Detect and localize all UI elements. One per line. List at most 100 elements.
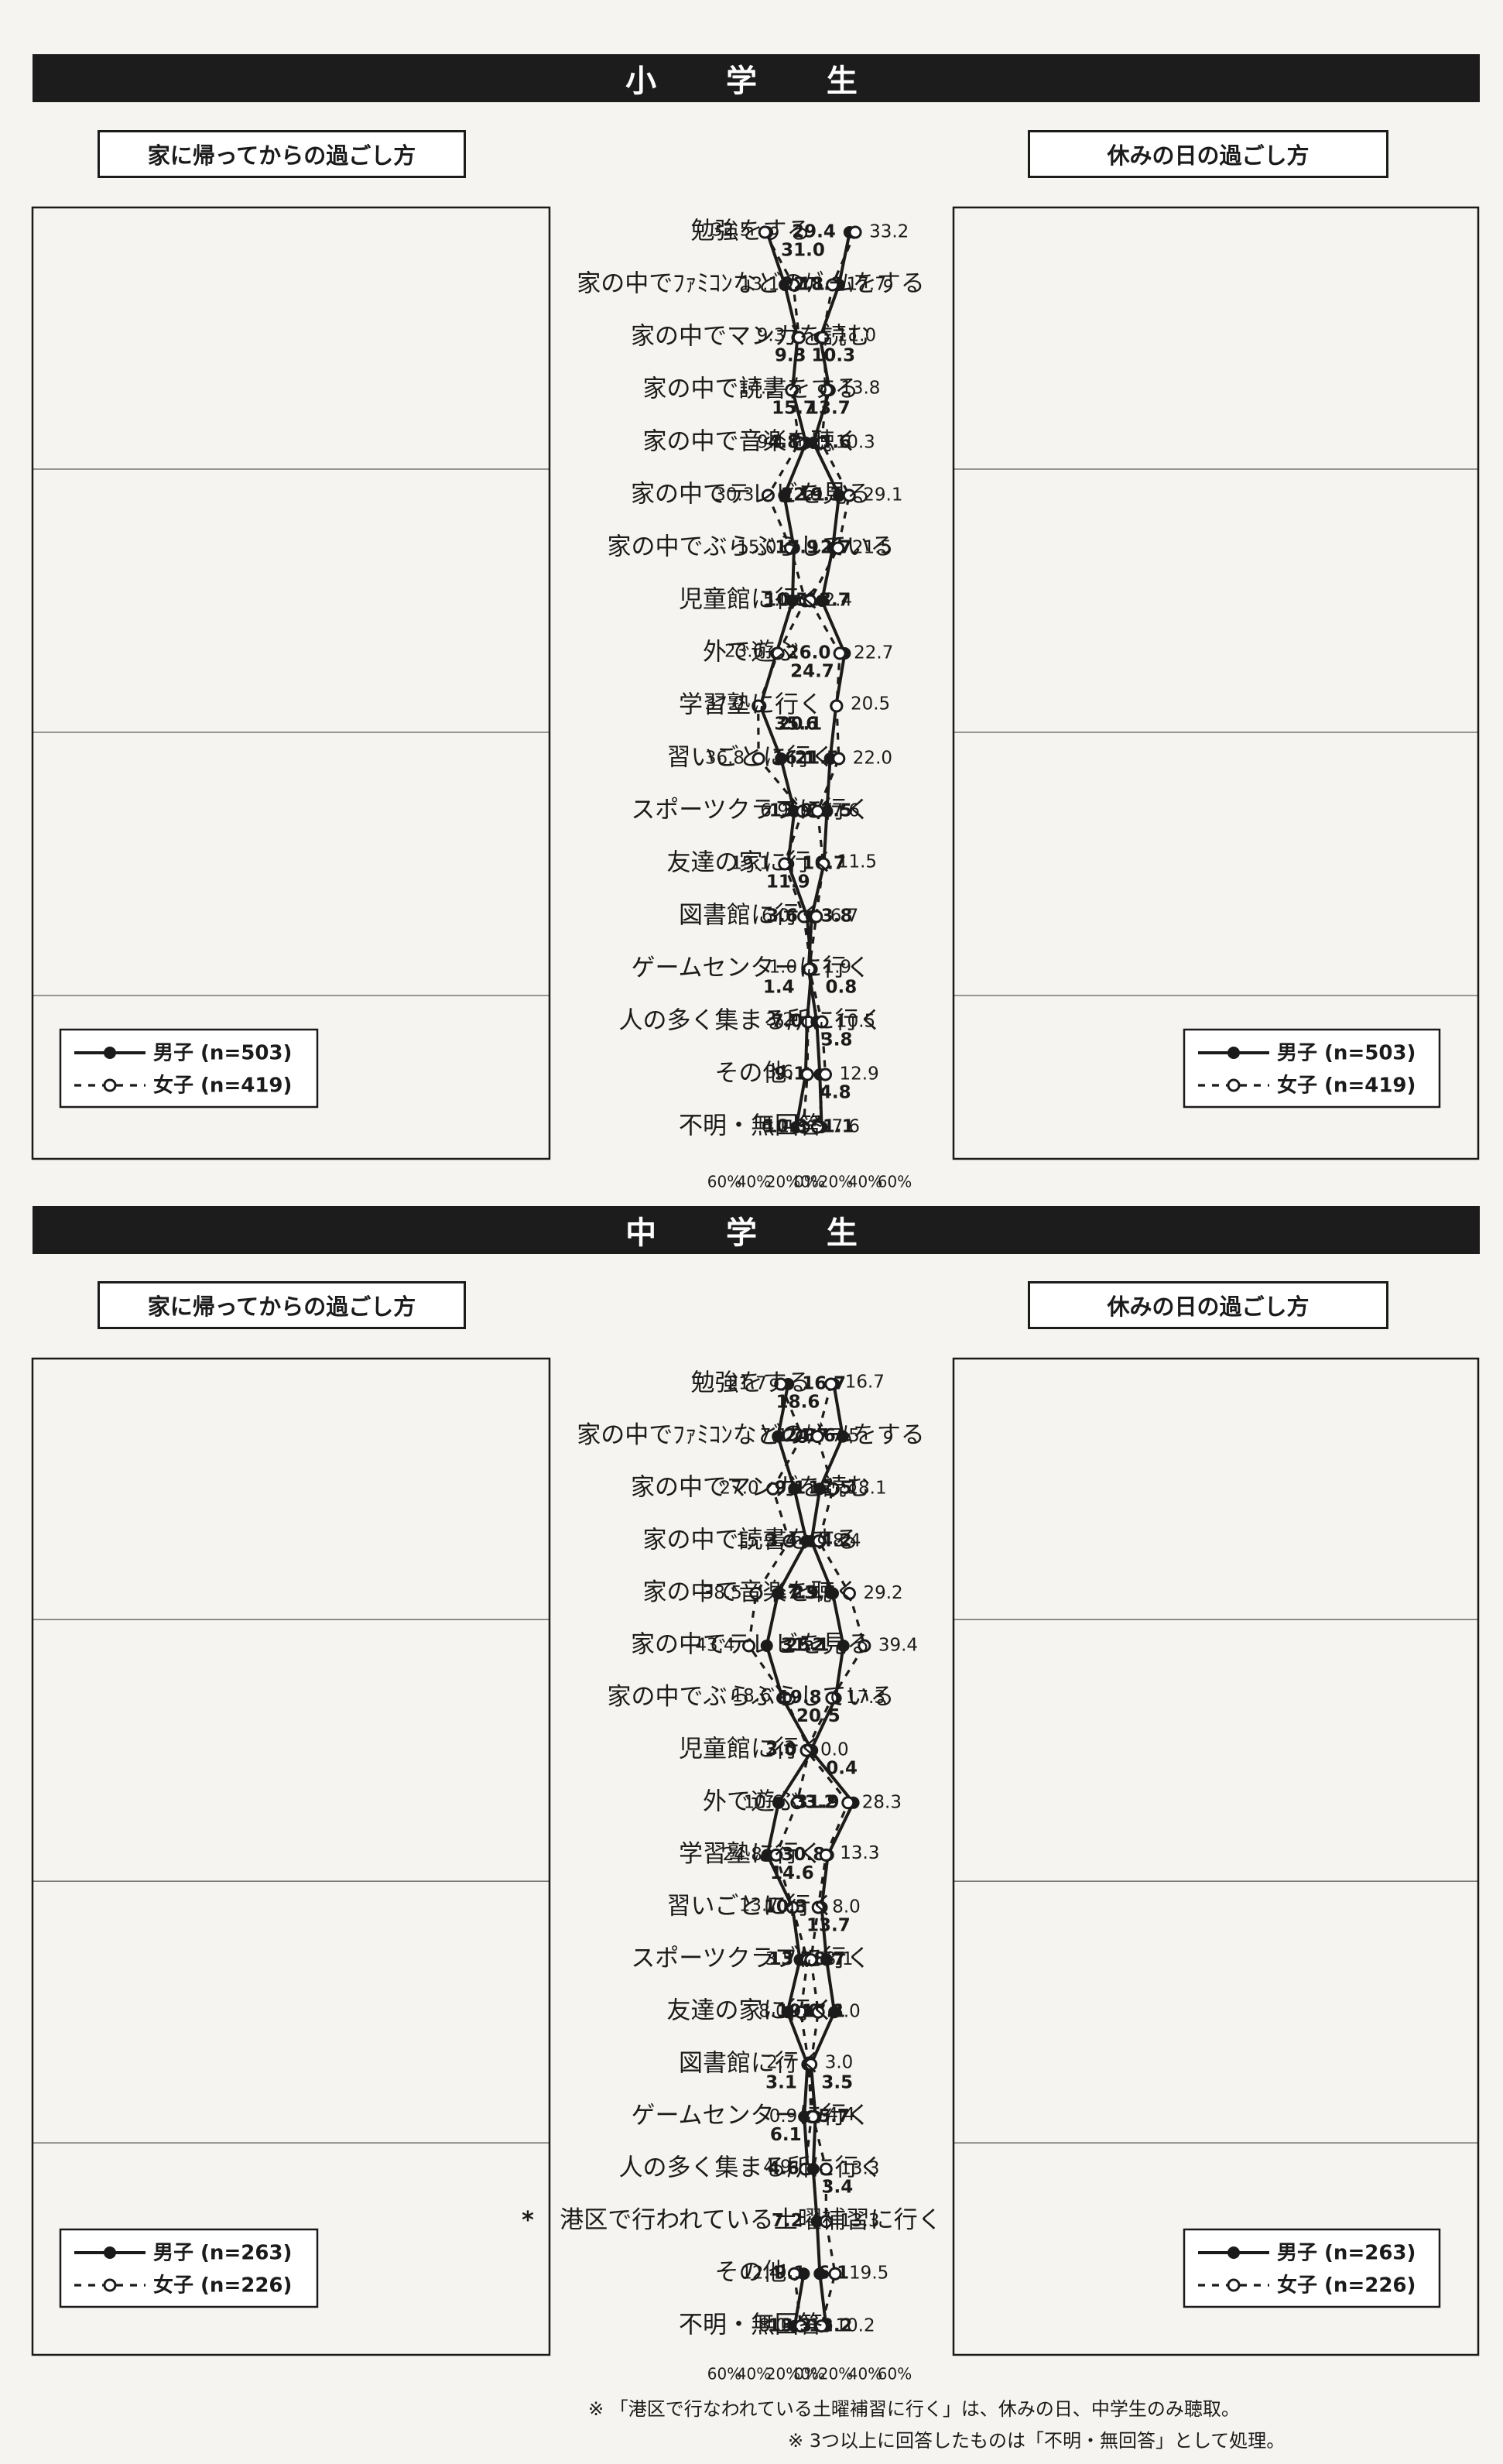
- female-data-point: [810, 804, 824, 818]
- female-data-label: 8.4: [833, 1530, 861, 1551]
- category-label: 人の多く集まる所に行く: [619, 2154, 883, 2182]
- female-data-point: [782, 1534, 796, 1548]
- female-data-label: 10.6: [744, 1792, 783, 1812]
- female-data-label: 9.1: [757, 433, 786, 453]
- category-label: 家の中でﾌｧﾐｺﾝなどのｹﾞｰﾑをする: [577, 270, 925, 298]
- female-data-label: 3.1: [825, 1949, 854, 1969]
- male-data-point: [772, 1430, 785, 1443]
- male-data-point: [772, 1796, 785, 1809]
- female-data-point: [804, 1953, 818, 1967]
- category-label: 家の中でテレビを見る: [631, 1631, 871, 1659]
- x-tick-label: 20%: [819, 1173, 853, 1191]
- male-data-point: [820, 1953, 834, 1966]
- female-data-label: 29.2: [863, 1583, 902, 1603]
- female-data-label: 6.9: [760, 801, 789, 821]
- legend-male-marker: [104, 1047, 116, 1059]
- female-data-label: 24.8: [723, 1845, 762, 1865]
- female-data-label: 10.2: [835, 2315, 875, 2335]
- female-data-point: [848, 225, 862, 239]
- female-data-label: 7.1: [760, 1426, 789, 1446]
- male-data-label: 7.2: [772, 2211, 803, 2231]
- male-data-label: 9.3: [775, 346, 806, 366]
- male-data-point: [788, 1482, 801, 1496]
- female-data-point: [819, 2215, 833, 2229]
- female-data-label: 6.7: [830, 906, 859, 927]
- female-data-point: [794, 2319, 808, 2333]
- male-data-label: 35.6: [774, 715, 818, 735]
- junior-legend-right: [1183, 2228, 1441, 2308]
- female-data-point: [819, 1848, 833, 1862]
- female-data-point: [815, 1015, 829, 1029]
- female-data-point: [803, 594, 817, 608]
- category-label: 人の多く集まる所に行く: [619, 1007, 883, 1035]
- female-data-label: 21.5: [852, 538, 892, 558]
- female-data-point: [804, 2058, 818, 2072]
- female-data-point: [826, 278, 840, 292]
- category-label: 学習塾に行く: [679, 691, 823, 719]
- category-label: 図書館に行く: [679, 2049, 823, 2077]
- female-data-label: 22.7: [854, 643, 893, 663]
- female-data-point: [815, 436, 829, 450]
- female-data-label: 37.0: [704, 694, 744, 715]
- category-label: 家の中でﾌｧﾐｺﾝなどのｹﾞｰﾑをする: [577, 1421, 925, 1449]
- legend-male-label: 男子 (n=503): [153, 1042, 292, 1065]
- male-data-point: [772, 1587, 785, 1600]
- x-tick-label: 0%: [800, 2365, 825, 2383]
- category-label: その他: [715, 1060, 787, 1088]
- category-label: 外で遊ぶ: [703, 1787, 799, 1815]
- female-data-point: [799, 1743, 813, 1757]
- category-label: 家の中で読書をする: [643, 375, 859, 403]
- female-data-label: 22.0: [853, 749, 892, 769]
- female-data-point: [820, 383, 834, 397]
- female-data-label: 36.8: [705, 749, 745, 769]
- legend-male-label: 男子 (n=263): [153, 2242, 292, 2265]
- category-label: 友達の家に行く: [667, 1997, 835, 2025]
- male-data-label: 3.4: [766, 1530, 798, 1551]
- male-data-point: [828, 2006, 841, 2019]
- female-data-label: 20.5: [851, 694, 890, 715]
- female-data-label: 6.0: [762, 906, 790, 927]
- male-data-label: 13.3: [769, 2315, 813, 2335]
- legend-male-marker: [1227, 2246, 1240, 2259]
- footnote-1: ※ 「港区で行なわれている土曜補習に行く」は、休みの日、中学生のみ聴取。: [588, 2398, 1240, 2420]
- elementary-plot-frame-left: [31, 206, 551, 1160]
- female-data-label: 7.6: [831, 801, 860, 821]
- legend-female-label: 女子 (n=419): [153, 1074, 292, 1098]
- male-data-label: 25.1: [786, 1636, 830, 1656]
- legend-male-marker: [1227, 1047, 1240, 1059]
- male-data-label: 5.7: [818, 2106, 850, 2126]
- female-data-point: [796, 1430, 810, 1444]
- legend-male-label: 男子 (n=503): [1277, 1042, 1416, 1065]
- male-data-label: 17.9: [775, 1583, 819, 1603]
- junior-plot-frame-left: [31, 1357, 551, 2356]
- female-data-label: 13.3: [840, 1843, 879, 1863]
- male-data-label: 6.1: [770, 2125, 802, 2145]
- category-label: 不明・無回答: [679, 2311, 823, 2339]
- female-data-label: 16.7: [845, 1373, 885, 1393]
- female-data-label: 7.5: [831, 1426, 860, 1446]
- female-data-point: [833, 646, 847, 660]
- male-data-label: 10.3: [811, 346, 855, 366]
- category-label: 習いごとに行く: [667, 1893, 835, 1921]
- female-data-label: 2.4: [824, 591, 853, 611]
- female-data-label: 13.3: [840, 2211, 879, 2231]
- male-data-point: [775, 752, 788, 765]
- female-data-point: [811, 2005, 825, 2019]
- female-data-label: 4.9: [763, 2157, 792, 2178]
- category-label: 児童館に行く: [679, 586, 823, 614]
- female-data-point: [752, 699, 765, 713]
- legend-female-marker: [1227, 2278, 1241, 2292]
- female-data-point: [826, 1482, 840, 1496]
- male-data-label: 13.7: [806, 399, 851, 419]
- male-data-point: [813, 1482, 827, 1496]
- female-data-label: 7.6: [831, 1117, 860, 1137]
- legend-female-marker: [103, 2278, 117, 2292]
- female-data-label: 5.0: [763, 591, 792, 611]
- male-data-label: 15.7: [772, 399, 816, 419]
- category-label: 家の中でぶらぶらしている: [607, 1683, 894, 1711]
- male-data-label: 9.1: [775, 1479, 806, 1499]
- female-data-point: [786, 278, 800, 292]
- category-label: 家の中でテレビを見る: [631, 481, 871, 509]
- female-data-point: [819, 2162, 833, 2176]
